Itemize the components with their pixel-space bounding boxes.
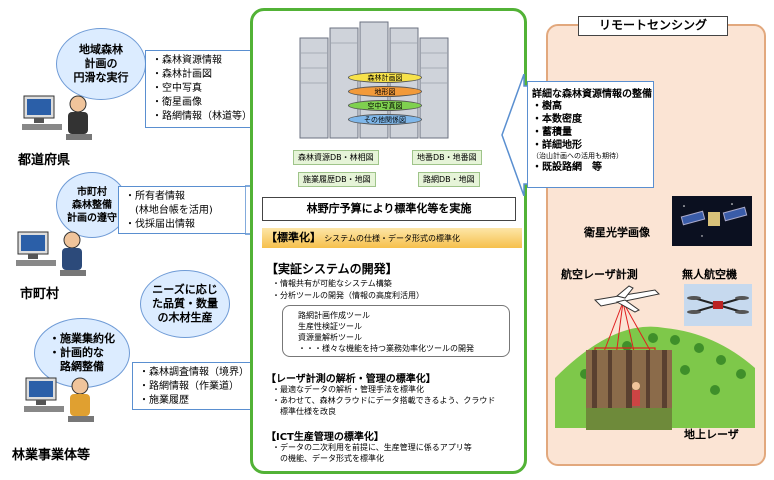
tools-box (282, 305, 510, 357)
list-item: ・衛星画像 (152, 97, 202, 108)
tool-item: 生産性検証ツール (298, 322, 362, 331)
dev-title: 【実証システムの開発】 (266, 262, 398, 276)
list-prefecture: ・森林資源情報 ・森林計画図 ・空中写真 ・衛星画像 ・路網情報（林道等） (145, 50, 265, 128)
list-item: ・森林調査情報（境界） (139, 367, 249, 378)
db-forest-resource: 森林資源DB・林相図 (293, 150, 379, 165)
drone-image (684, 284, 752, 326)
bubble-municipality: 市町村 森林整備 計画の遵守 (56, 172, 128, 238)
bubble-forestry: ・施業集約化 ・計画的な 路網整備 (34, 318, 130, 388)
actor-municipality: 市町村 (20, 287, 60, 302)
satellite-image (672, 196, 752, 246)
dev-item: ・情報共有が可能なシステム構築 (272, 279, 392, 288)
layer-forest-plan: 森林計画図 (348, 72, 422, 83)
list-item: ・路網情報（作業道） (139, 381, 239, 392)
standardization-subtitle: システムの仕様・データ形式の標準化 (324, 234, 460, 243)
ict-item: の機能、データ形式を標準化 (272, 454, 384, 463)
layer-aerial-photo: 空中写真図 (348, 100, 422, 111)
standardization-bar: 【標準化】 システムの仕様・データ形式の標準化 (262, 228, 522, 248)
detail-item: ・本数密度 (532, 114, 582, 125)
dev-item: ・分析ツールの開発（情報の高度利活用） (272, 291, 424, 300)
ground-laser-image (586, 350, 672, 430)
list-item: ・森林計画図 (152, 69, 212, 80)
detail-box: 詳細な森林資源情報の整備 ・樹高 ・本数密度 ・蓄積量 ・詳細地形 （治山計画へ… (527, 81, 654, 188)
satellite-label: 衛星光学画像 (584, 226, 650, 239)
remote-sensing-title: リモートセンシング (578, 16, 728, 36)
ict-item: ・データの二次利用を前提に、生産管理に係るアプリ等 (272, 443, 472, 452)
computer-user-icon (24, 377, 94, 422)
detail-note: （治山計画への活用も期待） (532, 152, 623, 160)
budget-banner: 林野庁予算により標準化等を実施 (262, 197, 516, 221)
tool-item: 資源量解析ツール (298, 333, 362, 342)
laser-title: 【レーザ計測の解析・管理の標準化】 (266, 374, 436, 385)
list-forestry: ・森林調査情報（境界） ・路網情報（作業道） ・施業履歴 (132, 362, 254, 410)
detail-item: ・詳細地形 (532, 140, 582, 151)
layer-topographic: 地形図 (348, 86, 422, 97)
list-item: ・空中写真 (152, 83, 202, 94)
bubble-prefecture: 地域森林 計画の 円滑な実行 (56, 28, 146, 100)
detail-item: ・蓄積量 (532, 127, 572, 138)
bubble-forestry-text: ・施業集約化 ・計画的な 路網整備 (49, 332, 115, 373)
layer-other: その他関係図 (348, 114, 422, 125)
tool-item: ・・・様々な機能を持つ業務効率化ツールの開発 (298, 344, 474, 353)
list-item: (林地台帳を活用) (125, 205, 213, 216)
server-stack-icon (299, 21, 449, 139)
detail-header: 詳細な森林資源情報の整備 (532, 89, 652, 100)
laser-item: ・あわせて、森林クラウドにデータ搭載できるよう、クラウド (272, 396, 496, 405)
computer-user-icon (22, 95, 92, 140)
list-item: ・所有者情報 (125, 191, 185, 202)
list-item: ・施業履歴 (139, 395, 189, 406)
ict-title: 【ICT生産管理の標準化】 (266, 432, 384, 443)
db-lot-number: 地番DB・地番図 (412, 150, 482, 165)
list-item: ・伐採届出情報 (125, 219, 195, 230)
db-operation-history: 施業履歴DB・地図 (298, 172, 376, 187)
list-item: ・森林資源情報 (152, 55, 222, 66)
computer-user-icon (16, 231, 86, 276)
actor-forestry: 林業事業体等 (12, 448, 91, 463)
bubble-needs: ニーズに応じ た品質・数量 の木材生産 (140, 270, 230, 338)
laser-item: ・最適なデータの解析・管理手法を標準化 (272, 385, 424, 394)
bubble-prefecture-text: 地域森林 計画の 円滑な実行 (73, 43, 129, 84)
list-item: ・路網情報（林道等） (152, 111, 252, 122)
list-municipality: ・所有者情報 (林地台帳を活用) ・伐採届出情報 (118, 186, 246, 234)
drone-label: 無人航空機 (682, 268, 737, 281)
ground-laser-label: 地上レーザ (684, 428, 739, 441)
bubble-needs-text: ニーズに応じ た品質・数量 の木材生産 (152, 283, 218, 324)
detail-item: ・既設路網 等 (532, 162, 602, 173)
laser-item: 標準仕様を改良 (272, 407, 336, 416)
standardization-title: 【標準化】 (266, 231, 321, 244)
db-road-network: 路網DB・地図 (418, 172, 480, 187)
tool-item: 路網計画作成ツール (298, 311, 370, 320)
bubble-municipality-text: 市町村 森林整備 計画の遵守 (67, 186, 117, 224)
arrow-left-icon (501, 74, 530, 196)
actor-prefecture: 都道府県 (18, 153, 71, 168)
airborne-laser-label: 航空レーザ計測 (561, 268, 638, 281)
detail-item: ・樹高 (532, 101, 562, 112)
